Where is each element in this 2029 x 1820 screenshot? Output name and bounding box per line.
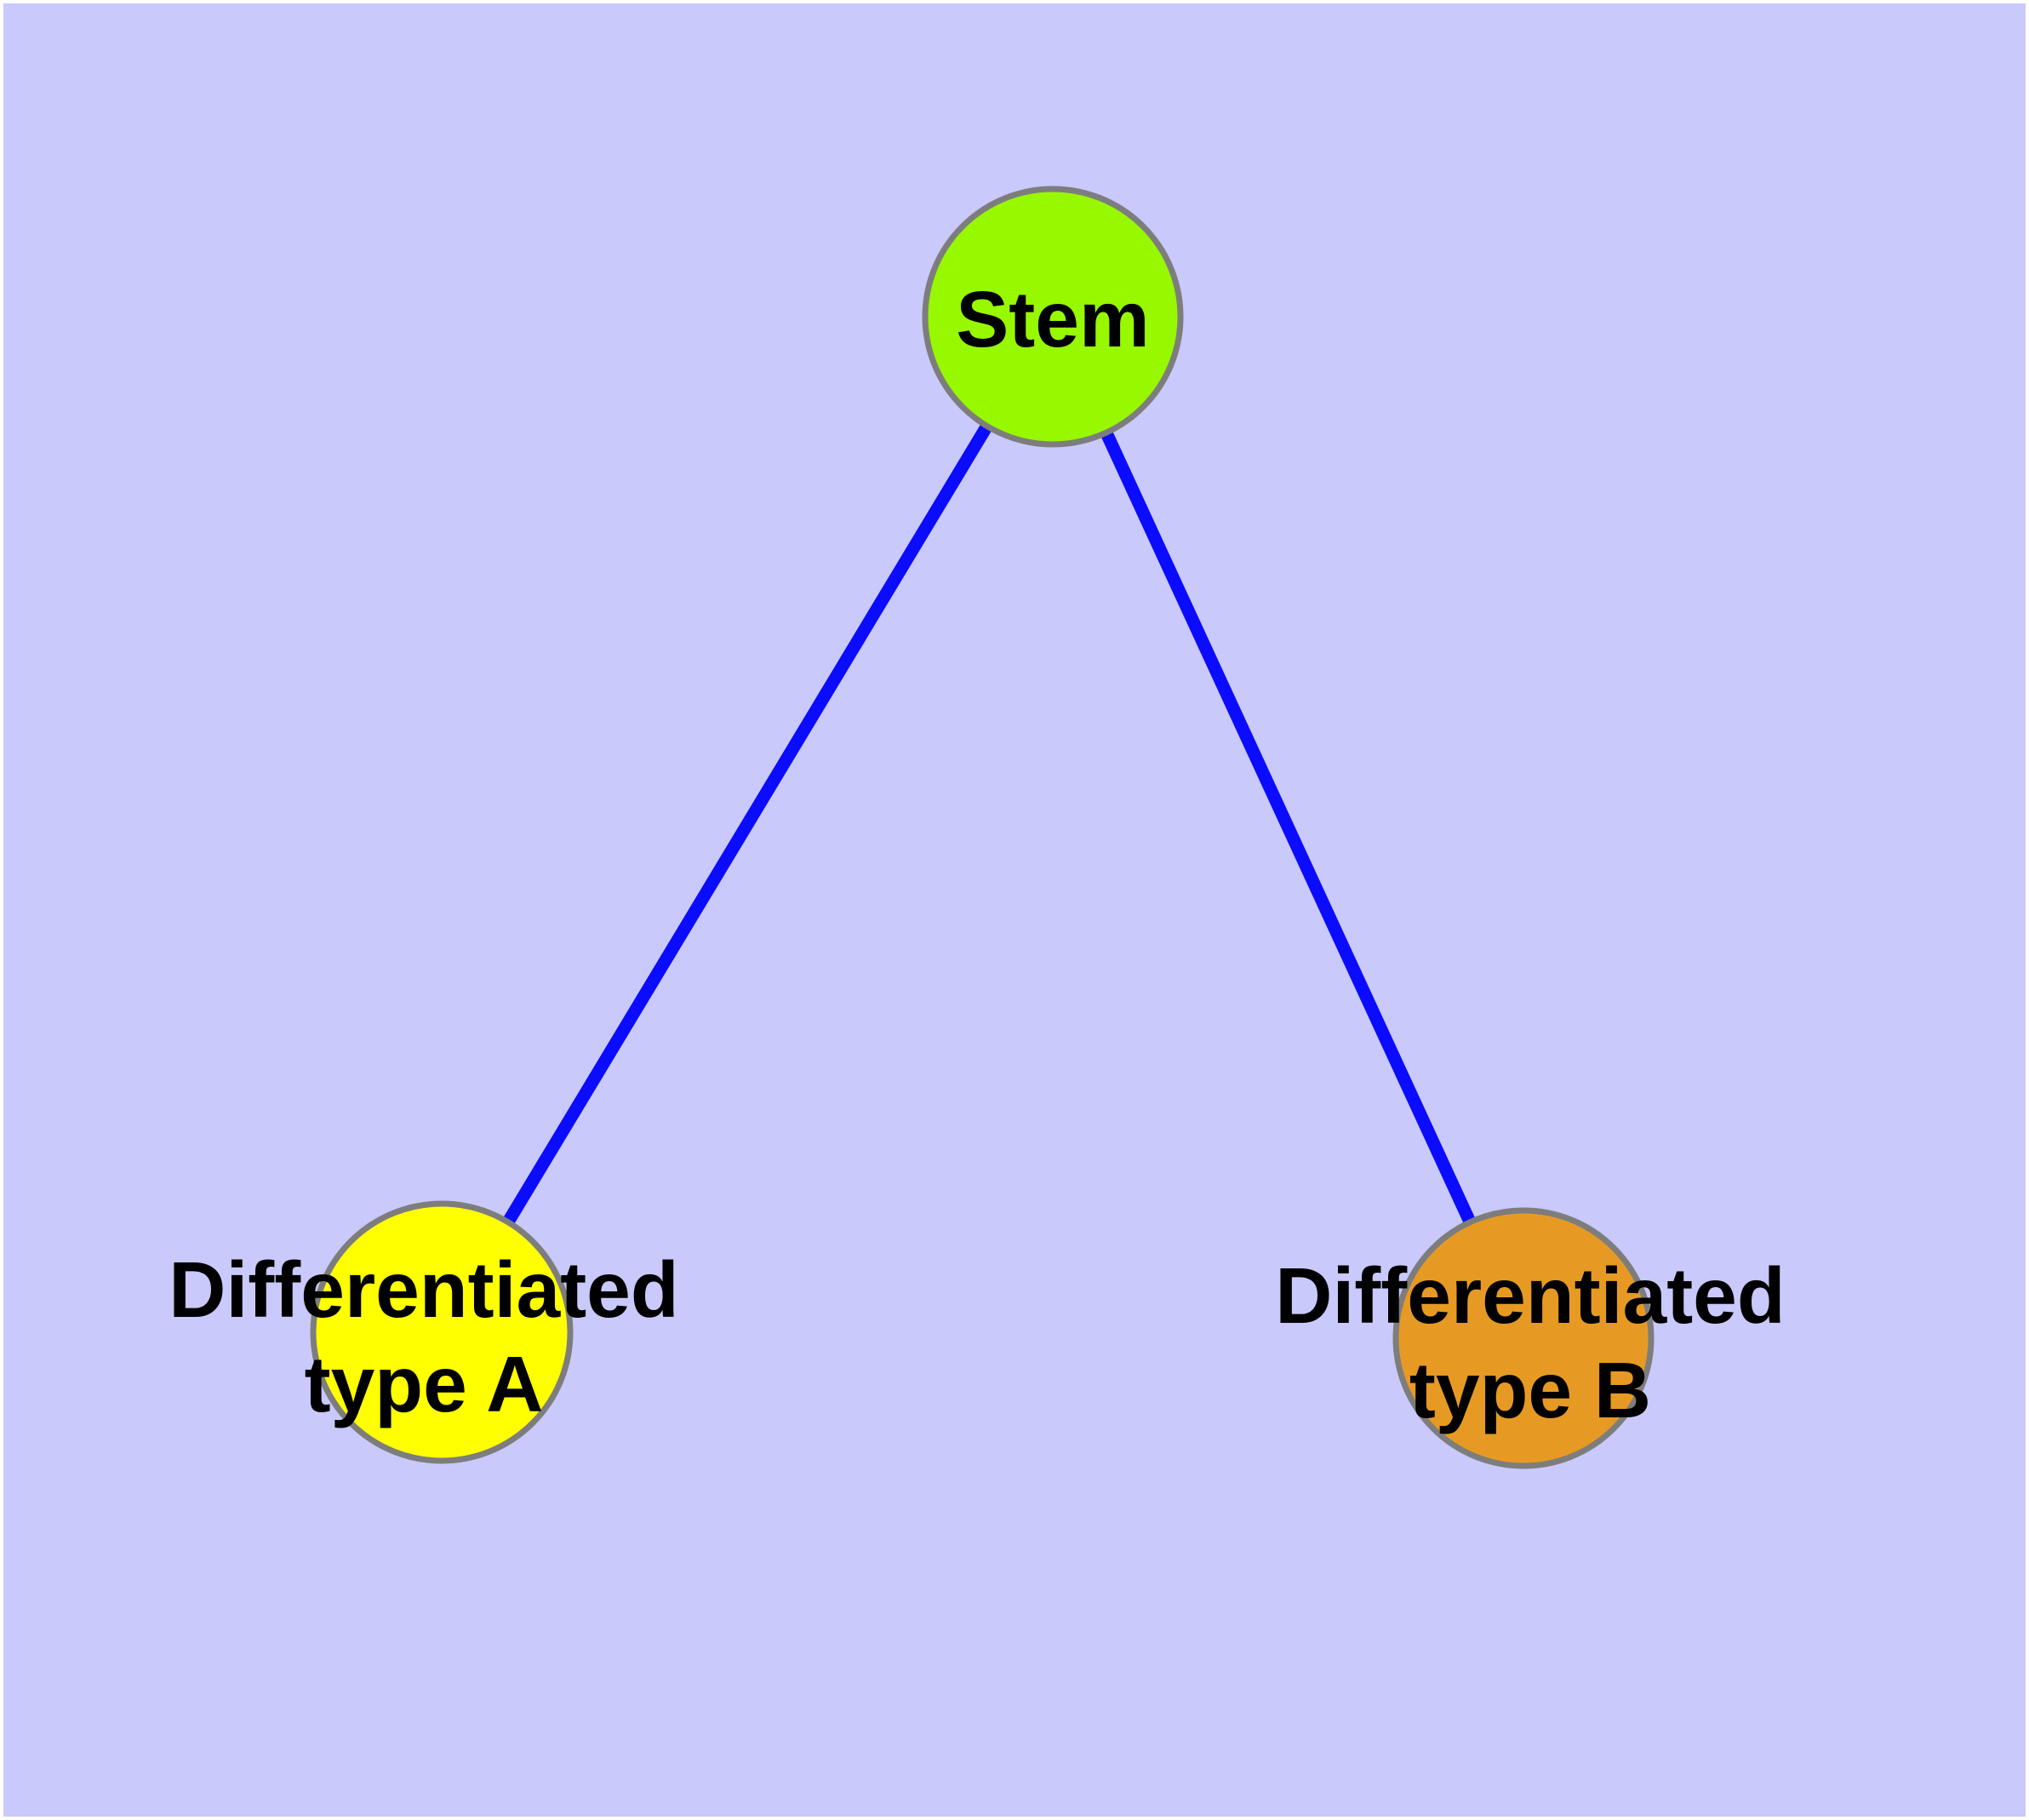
node-differentiated-type-a: Differentiated type A: [169, 1200, 679, 1464]
stem-node-border: [922, 186, 1184, 448]
type-b-node-label-line-1: Differentiated: [1275, 1251, 1785, 1340]
type-b-node-label-line-2: type B: [1409, 1346, 1651, 1434]
type-a-node-label-line-1: Differentiated: [169, 1245, 678, 1334]
edge-stem-to-type-b-line: [1047, 313, 1529, 1342]
type-a-node-border: [310, 1200, 574, 1464]
type-b-node-circle: [1396, 1210, 1651, 1466]
type-a-node-label-line-2: type A: [305, 1340, 544, 1428]
type-b-node-border: [1392, 1207, 1655, 1469]
node-differentiated-type-b: Differentiated type B: [1275, 1207, 1786, 1469]
edge-stem-to-type-a-line: [436, 313, 1059, 1336]
node-stem: Stem: [922, 186, 1184, 448]
stem-node-label: Stem: [956, 275, 1149, 363]
stem-node-circle: [925, 189, 1180, 444]
type-a-node-circle: [313, 1204, 570, 1461]
